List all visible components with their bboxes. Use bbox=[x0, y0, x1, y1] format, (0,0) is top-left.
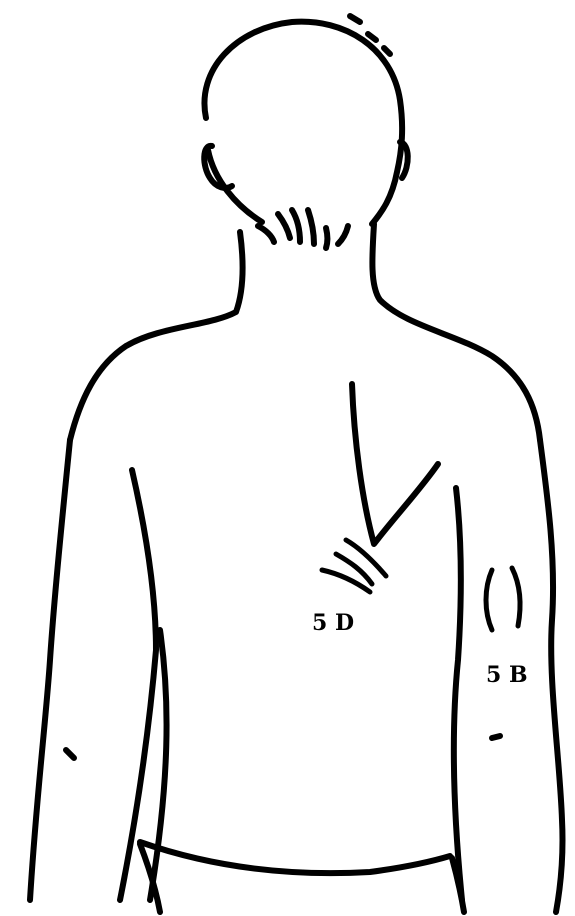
site-5d-arc-3 bbox=[346, 540, 386, 576]
left-elbow-mark bbox=[66, 750, 74, 758]
label-5b: 5 B bbox=[486, 662, 528, 688]
left-arm-inner bbox=[120, 470, 156, 900]
hair-tick-2 bbox=[368, 34, 376, 40]
hair-tick-1 bbox=[350, 16, 360, 22]
right-elbow-mark bbox=[492, 736, 500, 738]
site-5b-arc-right bbox=[512, 568, 520, 626]
left-neck-shoulder-line bbox=[70, 232, 243, 440]
neck-hair-mark-6 bbox=[258, 226, 274, 242]
scapula-line bbox=[352, 384, 438, 544]
waistband bbox=[140, 842, 450, 873]
left-arm-outer bbox=[30, 440, 70, 900]
right-arm-inner bbox=[454, 488, 462, 900]
neck-hair-mark-3 bbox=[308, 210, 314, 244]
site-5b-arc-left bbox=[486, 570, 492, 630]
head-outline bbox=[204, 22, 402, 224]
right-arm-outer bbox=[540, 440, 563, 912]
label-5d: 5 D bbox=[312, 610, 354, 636]
neck-hair-mark-5 bbox=[338, 226, 348, 244]
hair-tick-3 bbox=[384, 48, 390, 54]
neck-hair-mark-2 bbox=[292, 210, 300, 242]
neck-hair-mark-4 bbox=[326, 228, 328, 248]
neck-hair-mark-1 bbox=[278, 214, 290, 238]
right-neck-shoulder-line bbox=[372, 224, 540, 440]
